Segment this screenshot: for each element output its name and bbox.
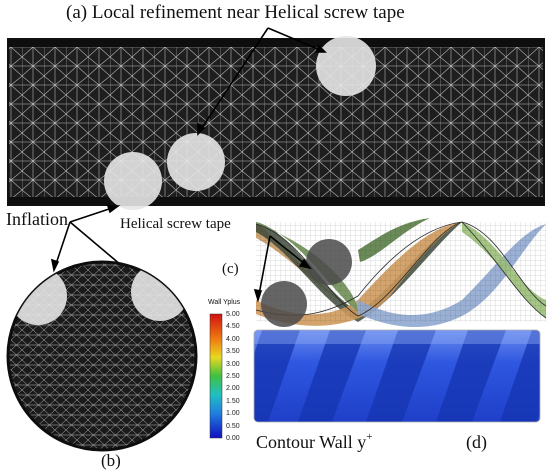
- tape-circle-upper: [306, 239, 352, 285]
- contour-text: Contour Wall y: [256, 432, 367, 452]
- refinement-circle-left: [104, 152, 162, 210]
- inflation-circle-left: [9, 267, 67, 325]
- mesh-panel-b: [6, 260, 198, 452]
- refinement-circle-middle: [167, 133, 225, 191]
- figure-title: (a) Local refinement near Helical screw …: [66, 2, 405, 23]
- panel-b-label: (b): [101, 451, 121, 470]
- inflation-circle-right: [131, 263, 189, 321]
- legend-tick-label: 0.00: [226, 435, 240, 442]
- tape-circle-lower: [261, 281, 307, 327]
- legend-tick-label: 0.50: [226, 422, 240, 430]
- legend-tick-label: 1.00: [226, 410, 240, 418]
- mesh-panel-a: [7, 38, 545, 206]
- legend-tick-label: 5.00: [226, 311, 240, 318]
- helical-arrows: [253, 235, 312, 303]
- helical-screw-tape-label: Helical screw tape: [120, 216, 231, 232]
- legend-tick-label: 2.00: [226, 385, 240, 393]
- legend-tick-label: 1.50: [226, 397, 240, 405]
- legend-tick-label: 2.50: [226, 373, 240, 380]
- refinement-circle-top: [316, 36, 376, 96]
- wall-yplus-colorbar: [209, 313, 223, 439]
- panel-c-label: (c): [222, 261, 239, 277]
- legend-tick-label: 3.00: [226, 360, 240, 368]
- panel-d-label: (d): [466, 432, 487, 452]
- inflation-label: Inflation: [6, 209, 68, 229]
- contour-wall-label: Contour Wall y+: [256, 431, 373, 453]
- legend-title: Wall Yplus: [208, 299, 241, 306]
- title-arrows: [197, 27, 327, 136]
- legend-tick-label: 4.00: [226, 335, 240, 343]
- legend-tick-label: 3.50: [226, 348, 240, 356]
- contour-superscript: +: [366, 431, 373, 443]
- legend-tick-label: 4.50: [226, 323, 240, 331]
- contour-cylinder-panel-d: [254, 330, 540, 422]
